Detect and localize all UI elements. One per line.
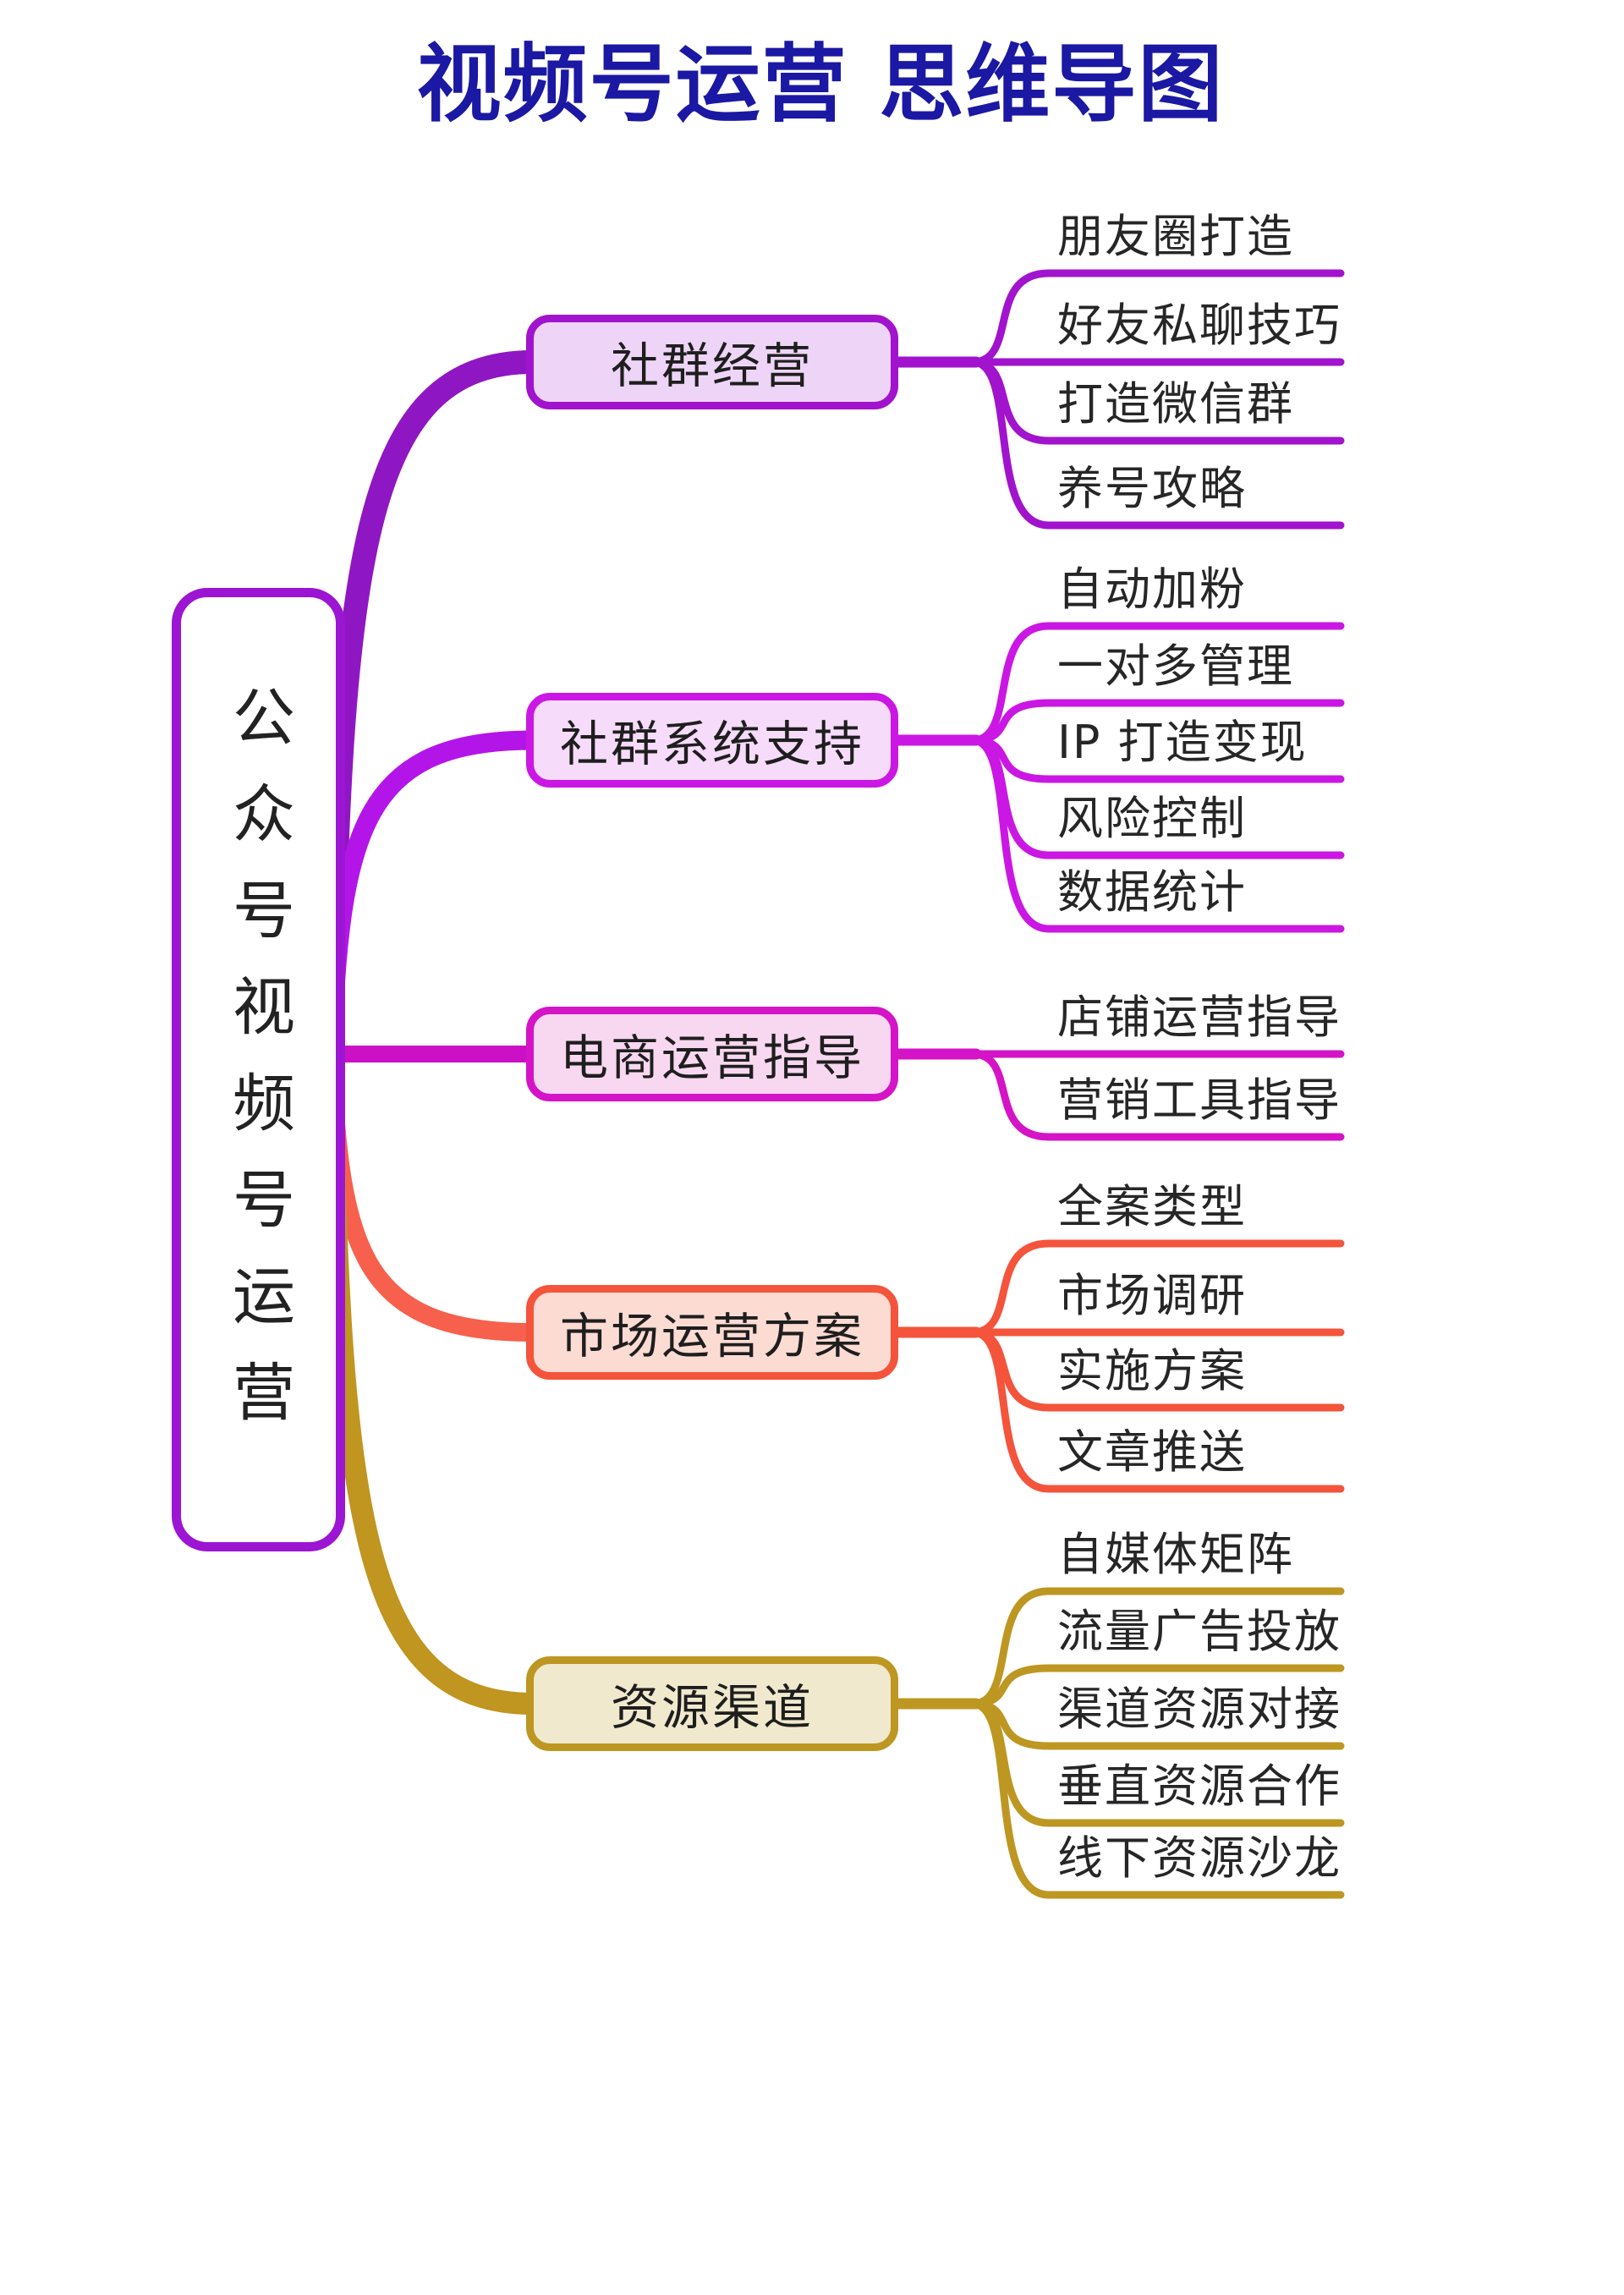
branch-trunk-line xyxy=(321,730,543,1064)
branch-box-1[interactable]: 社群经营 xyxy=(526,315,898,409)
branch-box-label: 市场运营方案 xyxy=(560,1309,864,1364)
child-node-label[interactable]: 营销工具指导 xyxy=(1057,1073,1341,1127)
child-node-label[interactable]: IP 打造变现 xyxy=(1057,716,1308,769)
child-node-label[interactable]: 垂直资源合作 xyxy=(1057,1760,1341,1813)
child-node-label[interactable]: 文章推送 xyxy=(1057,1425,1247,1479)
child-node-label[interactable]: 一对多管理 xyxy=(1057,640,1294,693)
branch-trunk-line xyxy=(322,1045,542,1342)
branch-trunk-line xyxy=(321,1043,544,1715)
root-node[interactable]: 公众号视频号运营 xyxy=(172,588,345,1551)
child-node-label[interactable]: 数据统计 xyxy=(1057,865,1247,919)
child-connector-line xyxy=(891,1328,1345,1493)
branch-box-2[interactable]: 社群系统支持 xyxy=(526,693,898,788)
child-node-label[interactable]: 实施方案 xyxy=(1057,1344,1247,1397)
child-connector-line xyxy=(891,1050,1345,1141)
child-node-label[interactable]: 好友私聊技巧 xyxy=(1057,299,1341,352)
child-connector-line xyxy=(891,358,1345,530)
child-node-label[interactable]: 自动加粉 xyxy=(1057,563,1247,616)
branch-box-label: 电商运营指导 xyxy=(560,1030,864,1086)
child-node-label[interactable]: 全案类型 xyxy=(1057,1180,1247,1233)
branch-box-3[interactable]: 电商运营指导 xyxy=(526,1007,898,1101)
child-node-label[interactable]: 线下资源沙龙 xyxy=(1057,1831,1341,1885)
branch-box-4[interactable]: 市场运营方案 xyxy=(526,1285,898,1380)
child-node-label[interactable]: 流量广告投放 xyxy=(1057,1605,1341,1658)
root-node-label: 公众号视频号运营 xyxy=(222,684,295,1456)
page-title: 视频号运营 思维导图 xyxy=(416,35,1225,134)
child-node-label[interactable]: 风险控制 xyxy=(1057,792,1247,845)
child-node-label[interactable]: 打造微信群 xyxy=(1057,377,1294,431)
child-node-label[interactable]: 朋友圈打造 xyxy=(1057,210,1294,263)
child-node-label[interactable]: 渠道资源对接 xyxy=(1057,1683,1341,1736)
child-node-label[interactable]: 养号攻略 xyxy=(1057,462,1247,515)
branch-box-5[interactable]: 资源渠道 xyxy=(526,1656,898,1751)
child-connector-line xyxy=(891,1699,1345,1899)
child-connector-line xyxy=(891,736,1345,933)
branch-trunk-line xyxy=(320,350,545,1066)
child-node-label[interactable]: 市场调研 xyxy=(1057,1269,1247,1322)
branch-box-label: 社群经营 xyxy=(611,338,814,394)
branch-box-label: 社群系统支持 xyxy=(560,717,864,772)
branch-box-label: 资源渠道 xyxy=(611,1680,814,1736)
child-node-label[interactable]: 店铺运营指导 xyxy=(1057,991,1341,1044)
child-node-label[interactable]: 自媒体矩阵 xyxy=(1057,1528,1294,1581)
